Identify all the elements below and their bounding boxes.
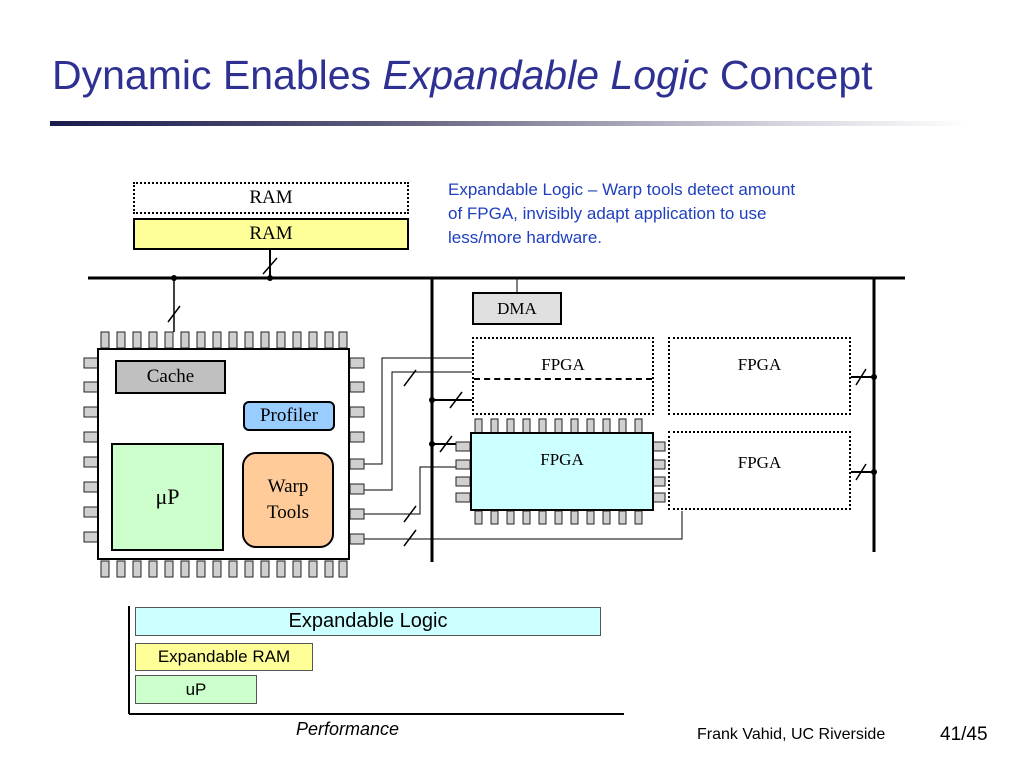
ram-expandable: RAM <box>133 182 409 214</box>
fpga-expandable-3: FPGA <box>668 431 851 510</box>
perf-bar-label: Expandable Logic <box>288 610 448 632</box>
title-part1: Dynamic Enables <box>52 52 383 98</box>
perf-bar-up: uP <box>135 675 257 704</box>
profiler-block: Profiler <box>243 401 335 431</box>
perf-bar-label: uP <box>185 679 207 699</box>
perf-bar-expandable-logic: Expandable Logic <box>135 607 601 636</box>
footer-author: Frank Vahid, UC Riverside <box>697 726 886 743</box>
dma-block: DMA <box>472 292 562 325</box>
warp-tools-line1: Warp <box>267 476 309 497</box>
expandable-logic-note: Expandable Logic – Warp tools detect amo… <box>448 180 796 247</box>
title-part2: Concept <box>708 52 873 98</box>
perf-bar-expandable-ram: Expandable RAM <box>135 643 313 671</box>
fpga-label: FPGA <box>737 453 782 472</box>
dma-label: DMA <box>497 298 537 318</box>
title-underline <box>50 121 970 126</box>
fpga-expandable-1: FPGA <box>472 337 654 415</box>
fpga-base: FPGA <box>470 432 654 511</box>
fpga-divider <box>474 378 652 380</box>
performance-axis-label: Performance <box>296 719 400 739</box>
up-label: μP <box>155 484 180 509</box>
warp-tools-line2: Tools <box>267 502 309 523</box>
fpga-label: FPGA <box>737 355 782 374</box>
profiler-label: Profiler <box>259 405 319 426</box>
perf-bar-label: Expandable RAM <box>157 647 291 666</box>
ram-base-label: RAM <box>249 223 293 244</box>
page-number: 41/45 <box>940 724 988 745</box>
up-block: μP <box>111 443 224 551</box>
title-italic: Expandable Logic <box>382 52 709 98</box>
ram-expandable-label: RAM <box>249 187 293 208</box>
cache-label: Cache <box>146 366 195 387</box>
slide-title: Dynamic Enables Expandable Logic Concept <box>52 52 873 99</box>
cache-block: Cache <box>115 360 226 394</box>
ram-base: RAM <box>133 218 409 250</box>
fpga-label: FPGA <box>540 450 584 469</box>
fpga-expandable-2: FPGA <box>668 337 851 415</box>
fpga-label: FPGA <box>541 355 585 374</box>
